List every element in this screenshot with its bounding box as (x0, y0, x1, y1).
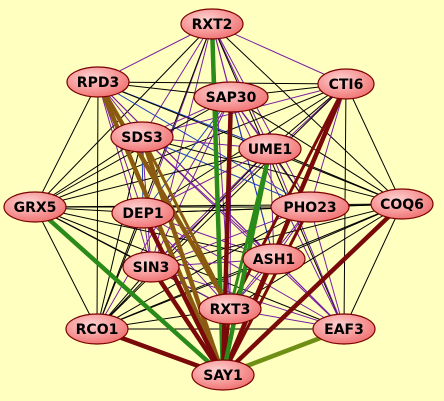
edge-sin3-say1 (148, 264, 226, 378)
node-shape (312, 313, 376, 345)
edge-pho23-eaf3 (309, 206, 345, 330)
node-label: UME1 (248, 142, 293, 158)
node-label: SAP30 (206, 90, 257, 106)
node-eaf3[interactable]: EAF3 (312, 313, 376, 345)
node-shape (370, 188, 434, 220)
node-shape (242, 243, 306, 275)
edge-coq6-sin3 (150, 203, 403, 268)
edge-rpd3-grx5 (34, 81, 99, 208)
node-sap30[interactable]: SAP30 (193, 81, 269, 113)
node-label: EAF3 (324, 322, 364, 338)
node-grx5[interactable]: GRX5 (3, 191, 67, 223)
node-say1[interactable]: SAY1 (191, 359, 255, 391)
edge-cti6-pho23 (309, 83, 347, 208)
node-dep1[interactable]: DEP1 (111, 197, 175, 229)
node-shape (3, 191, 67, 223)
node-label: SAY1 (203, 368, 242, 384)
edge-dep1-say1 (140, 210, 226, 378)
node-label: GRX5 (14, 200, 57, 216)
edge-coq6-say1 (220, 201, 405, 378)
node-sds3[interactable]: SDS3 (110, 121, 174, 153)
node-label: CTI6 (329, 77, 364, 93)
node-label: RXT3 (210, 302, 251, 318)
edge-pho23-rco1 (96, 206, 311, 330)
node-rco1[interactable]: RCO1 (65, 313, 129, 345)
edge-grx5-rco1 (34, 206, 98, 330)
node-cti6[interactable]: CTI6 (317, 68, 375, 100)
edge-cti6-coq6 (345, 83, 403, 205)
node-rpd3[interactable]: RPD3 (66, 66, 130, 98)
edge-coq6-eaf3 (343, 203, 403, 330)
edge-cti6-say1 (220, 81, 349, 378)
node-label: SIN3 (133, 260, 170, 276)
edge-rpd3-sin3 (97, 81, 152, 268)
node-shape (317, 68, 375, 100)
node-shape (193, 81, 269, 113)
node-label: SDS3 (121, 130, 163, 146)
edge-sap30-say1 (220, 94, 234, 378)
node-label: ASH1 (253, 252, 295, 268)
node-shape (191, 359, 255, 391)
node-shape (238, 133, 302, 165)
node-coq6[interactable]: COQ6 (370, 188, 434, 220)
edge-rxt2-grx5 (34, 23, 213, 208)
edge-sds3-eaf3 (141, 136, 345, 330)
edge-rxt2-sds3 (141, 23, 213, 138)
edge-rpd3-rxt3 (95, 79, 233, 312)
node-ash1[interactable]: ASH1 (242, 243, 306, 275)
edge-sds3-pho23 (141, 136, 311, 208)
node-label: RPD3 (77, 75, 119, 91)
node-label: COQ6 (380, 197, 424, 213)
node-shape (66, 66, 130, 98)
node-label: RCO1 (76, 322, 119, 338)
node-rxt2[interactable]: RXT2 (180, 8, 244, 40)
node-shape (180, 8, 244, 40)
edge-sds3-coq6 (141, 136, 403, 205)
edge-dep1-rco1 (96, 212, 144, 330)
node-label: RXT2 (192, 17, 233, 33)
edge-rpd3-rco1 (96, 81, 99, 330)
edge-grx5-say1 (32, 204, 226, 378)
edge-cti6-grx5 (34, 83, 347, 208)
node-pho23[interactable]: PHO23 (270, 191, 350, 223)
edge-rxt2-eaf3 (211, 23, 345, 330)
node-label: DEP1 (122, 206, 163, 222)
edge-pho23-say1 (221, 205, 312, 377)
node-label: PHO23 (283, 200, 336, 216)
node-shape (198, 293, 262, 325)
node-shape (65, 313, 129, 345)
node-shape (270, 191, 350, 223)
node-sin3[interactable]: SIN3 (122, 251, 180, 283)
node-ume1[interactable]: UME1 (238, 133, 302, 165)
edge-rxt2-coq6 (211, 23, 403, 205)
edge-ume1-eaf3 (269, 148, 345, 330)
node-rxt3[interactable]: RXT3 (198, 293, 262, 325)
node-shape (111, 197, 175, 229)
node-shape (122, 251, 180, 283)
node-shape (110, 121, 174, 153)
